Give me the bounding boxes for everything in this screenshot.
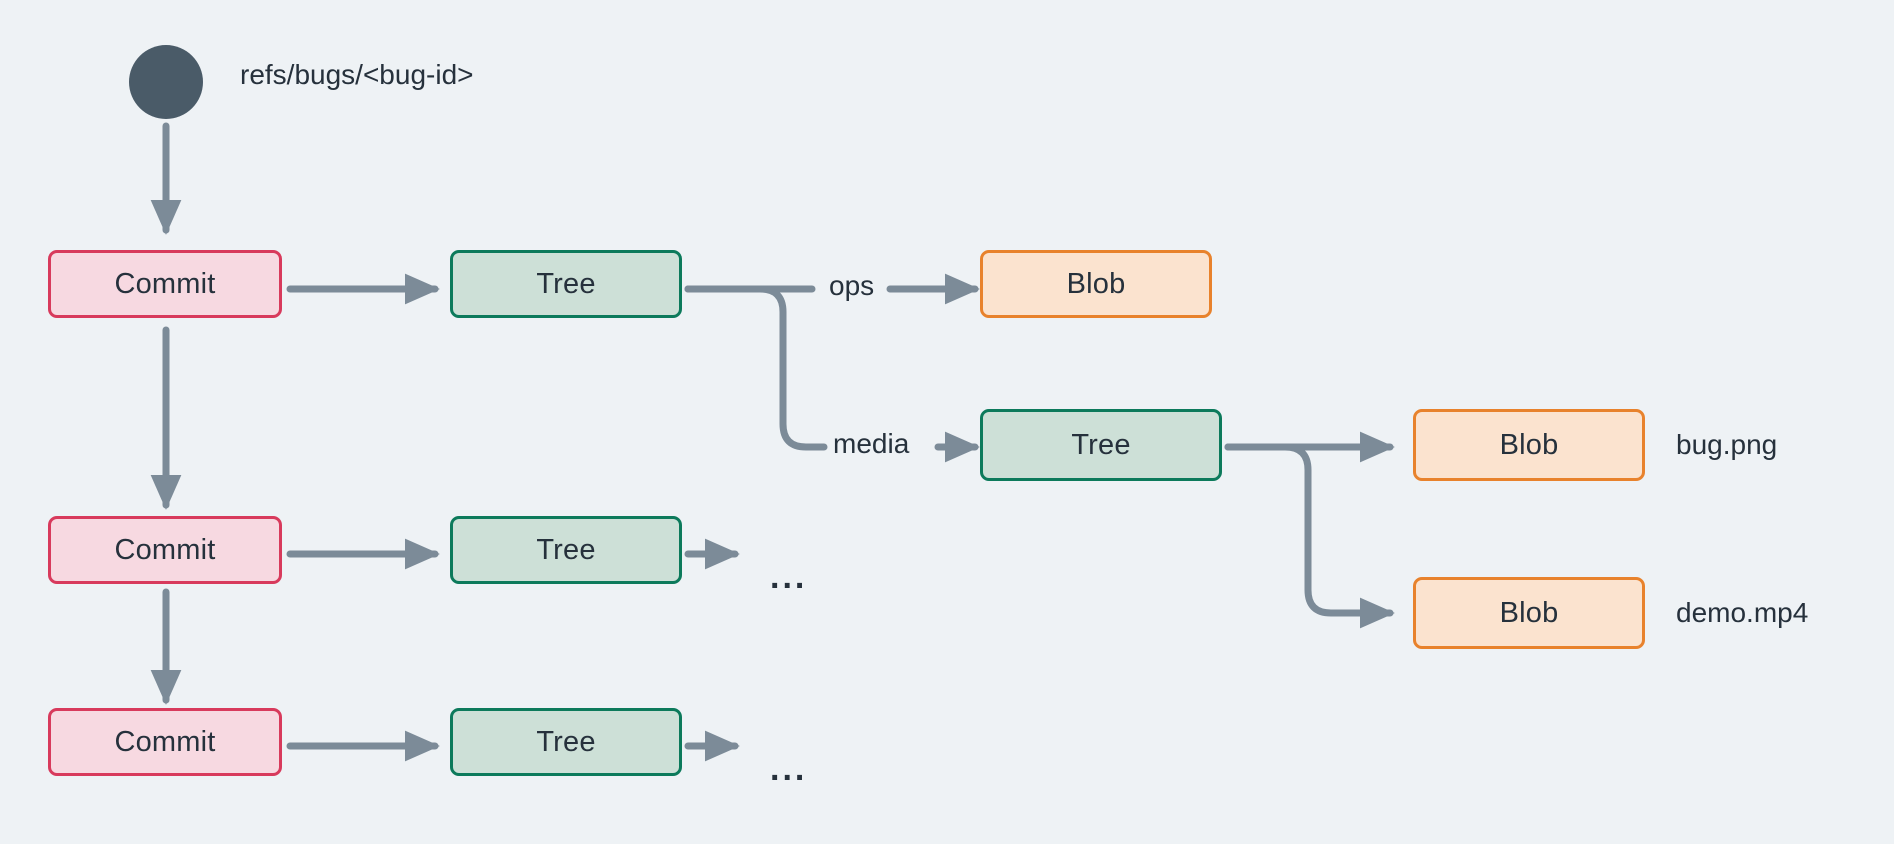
node-blob-demo-mp4[interactable]: Blob (1413, 577, 1645, 649)
ellipsis-tree-3: ... (770, 750, 808, 788)
edge-treemedia-to-blobmp4 (1224, 443, 1395, 629)
node-tree-1[interactable]: Tree (450, 250, 682, 318)
node-commit-1[interactable]: Commit (48, 250, 282, 318)
node-commit-3[interactable]: Commit (48, 708, 282, 776)
ellipsis-tree-2: ... (770, 558, 808, 596)
edge-tree1-to-media-stub (684, 285, 828, 451)
node-blob-ops[interactable]: Blob (980, 250, 1212, 318)
node-commit-2[interactable]: Commit (48, 516, 282, 584)
file-label-bug-png: bug.png (1676, 429, 1778, 460)
node-tree-media[interactable]: Tree (980, 409, 1222, 481)
ref-root-dot[interactable] (129, 45, 203, 119)
node-blob-bug-png[interactable]: Blob (1413, 409, 1645, 481)
edge-label-media: media (828, 428, 915, 460)
file-label-demo-mp4: demo.mp4 (1676, 597, 1809, 628)
edge-label-ops: ops (824, 270, 880, 302)
ref-label: refs/bugs/<bug-id> (240, 59, 474, 90)
node-tree-2[interactable]: Tree (450, 516, 682, 584)
node-tree-3[interactable]: Tree (450, 708, 682, 776)
